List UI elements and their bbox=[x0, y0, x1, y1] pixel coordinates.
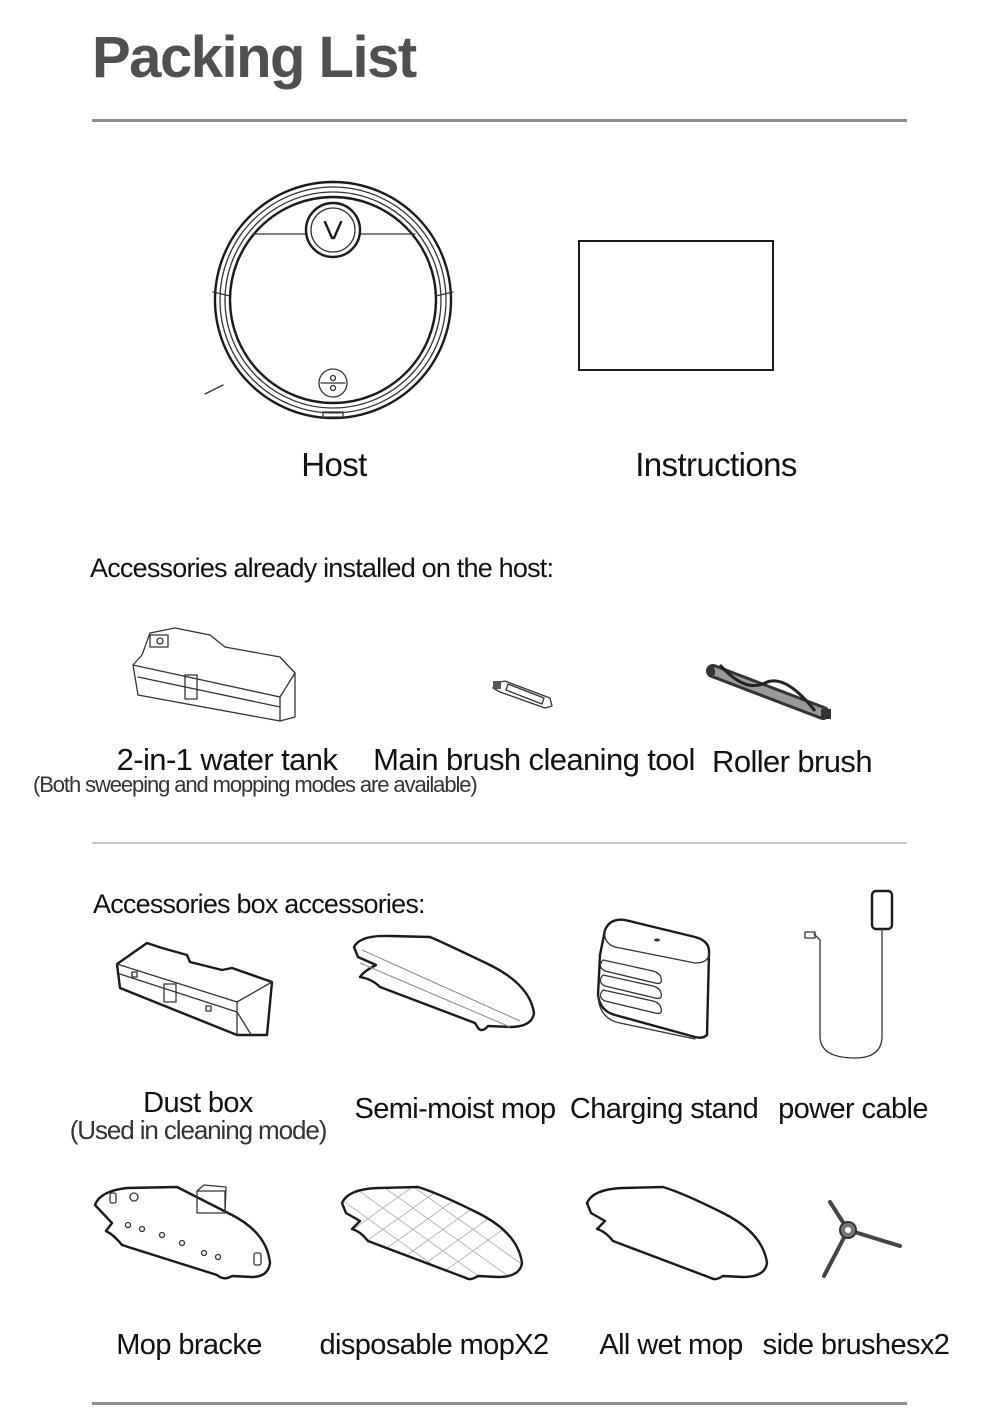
mop-bracket-illustration bbox=[92, 1183, 277, 1283]
disposable-mop-label: disposable mopX2 bbox=[319, 1329, 550, 1361]
roller-brush-icon bbox=[706, 664, 831, 720]
side-brush-icon bbox=[822, 1200, 902, 1278]
manual-icon bbox=[578, 240, 774, 371]
semi-moist-mop-label: Semi-moist mop bbox=[354, 1093, 556, 1125]
power-cable-illustration bbox=[800, 888, 900, 1063]
cleaning-tool-illustration bbox=[490, 678, 560, 713]
power-cable-icon bbox=[804, 889, 894, 1059]
title-divider bbox=[92, 119, 907, 122]
dust-box-illustration bbox=[112, 940, 277, 1040]
cleaning-tool-label: Main brush cleaning tool bbox=[373, 742, 695, 777]
charging-stand-icon bbox=[596, 918, 711, 1040]
installed-section-heading: Accessories already installed on the hos… bbox=[90, 553, 554, 583]
installed-section-divider bbox=[92, 842, 907, 844]
dust-box-note: (Used in cleaning mode) bbox=[69, 1115, 328, 1145]
cleaning-tool-icon bbox=[492, 680, 553, 709]
charging-stand-illustration bbox=[595, 915, 720, 1040]
mop-bracket-label: Mop bracke bbox=[116, 1329, 262, 1361]
charging-stand-label: Charging stand bbox=[569, 1093, 759, 1125]
box-section-heading: Accessories box accessories: bbox=[93, 889, 426, 919]
side-brush-label: side brushesx2 bbox=[762, 1329, 950, 1361]
disposable-mop-illustration bbox=[338, 1183, 528, 1283]
semi-moist-mop-icon bbox=[352, 934, 536, 1032]
roller-brush-illustration bbox=[705, 663, 835, 731]
semi-moist-mop-illustration bbox=[350, 934, 540, 1035]
side-brush-illustration bbox=[820, 1198, 910, 1283]
power-cable-label: power cable bbox=[778, 1093, 928, 1125]
host-illustration bbox=[204, 180, 455, 420]
water-tank-icon bbox=[132, 627, 296, 722]
water-tank-label: 2-in-1 water tank bbox=[116, 742, 338, 777]
mop-bracket-icon bbox=[93, 1184, 272, 1280]
instructions-label: Instructions bbox=[635, 446, 797, 483]
wet-mop-label: All wet mop bbox=[599, 1329, 743, 1361]
dust-box-label: Dust box bbox=[143, 1087, 253, 1119]
page-title: Packing List bbox=[92, 25, 417, 90]
disposable-mop-icon bbox=[340, 1185, 524, 1281]
water-tank-illustration bbox=[130, 625, 300, 725]
wet-mop-icon bbox=[585, 1185, 769, 1281]
wet-mop-illustration bbox=[583, 1183, 773, 1283]
roller-brush-label: Roller brush bbox=[712, 744, 873, 779]
robot-vacuum-icon bbox=[204, 180, 454, 420]
dust-box-icon bbox=[115, 941, 274, 1037]
bottom-divider bbox=[92, 1402, 907, 1405]
water-tank-note: (Both sweeping and mopping modes are ava… bbox=[33, 772, 478, 797]
host-label: Host bbox=[301, 446, 367, 483]
